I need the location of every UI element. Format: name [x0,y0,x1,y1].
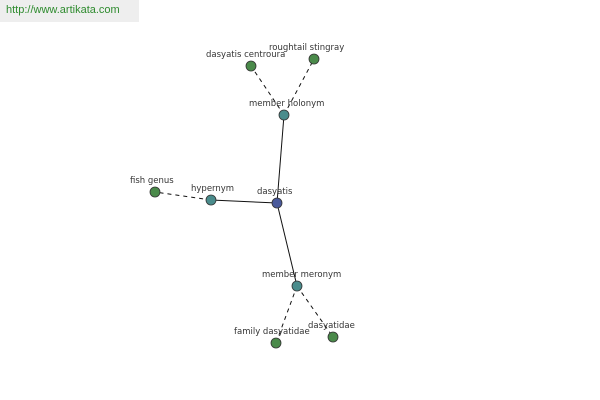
node-dasyatis-centroura[interactable]: dasyatis centroura [206,50,285,72]
node-dot-hypernym[interactable] [205,194,217,206]
node-label-dasyatis-centroura: dasyatis centroura [206,50,285,60]
node-label-hypernym: hypernym [191,184,234,194]
node-roughtail-stingray[interactable]: roughtail stingray [269,43,344,65]
node-label-member-holonym: member holonym [249,99,324,109]
node-dot-dasyatidae[interactable] [327,331,339,343]
node-dasyatis[interactable]: dasyatis [257,187,293,209]
edge-dasyatis-to-member-holonym [276,114,285,204]
node-hypernym[interactable]: hypernym [191,184,234,206]
edge-hypernym-to-fish-genus [154,191,212,201]
node-member-meronym[interactable]: member meronym [262,270,341,292]
node-label-family-dasyatidae: family dasyatidae [234,327,310,337]
url-banner: http://www.artikata.com [0,0,139,22]
node-dot-member-meronym[interactable] [291,280,303,292]
site-url-link[interactable]: http://www.artikata.com [6,4,120,16]
edge-dasyatis-to-member-meronym [276,202,298,287]
edge-member-meronym-to-family-dasyatidae [275,285,298,344]
node-dasyatidae[interactable]: dasyatidae [308,321,355,343]
node-label-fish-genus: fish genus [130,176,174,186]
edge-dasyatis-to-hypernym [210,199,278,204]
nodes-layer: dasyatis member holonym hypernym member mer… [130,43,355,349]
node-fish-genus[interactable]: fish genus [130,176,174,198]
node-dot-fish-genus[interactable] [149,186,161,198]
node-dot-member-holonym[interactable] [278,109,290,121]
edges-layer [154,58,334,344]
edge-member-holonym-to-dasyatis-centroura [250,65,285,116]
node-dot-dasyatis[interactable] [271,197,283,209]
node-label-member-meronym: member meronym [262,270,341,280]
node-member-holonym[interactable]: member holonym [249,99,324,121]
node-family-dasyatidae[interactable]: family dasyatidae [234,327,310,349]
node-label-roughtail-stingray: roughtail stingray [269,43,344,53]
node-label-dasyatis: dasyatis [257,187,293,197]
node-dot-roughtail-stingray[interactable] [308,53,320,65]
edge-member-meronym-to-dasyatidae [296,285,334,338]
node-label-dasyatidae: dasyatidae [308,321,355,331]
node-dot-dasyatis-centroura[interactable] [245,60,257,72]
edge-member-holonym-to-roughtail-stingray [283,58,315,116]
node-dot-family-dasyatidae[interactable] [270,337,282,349]
